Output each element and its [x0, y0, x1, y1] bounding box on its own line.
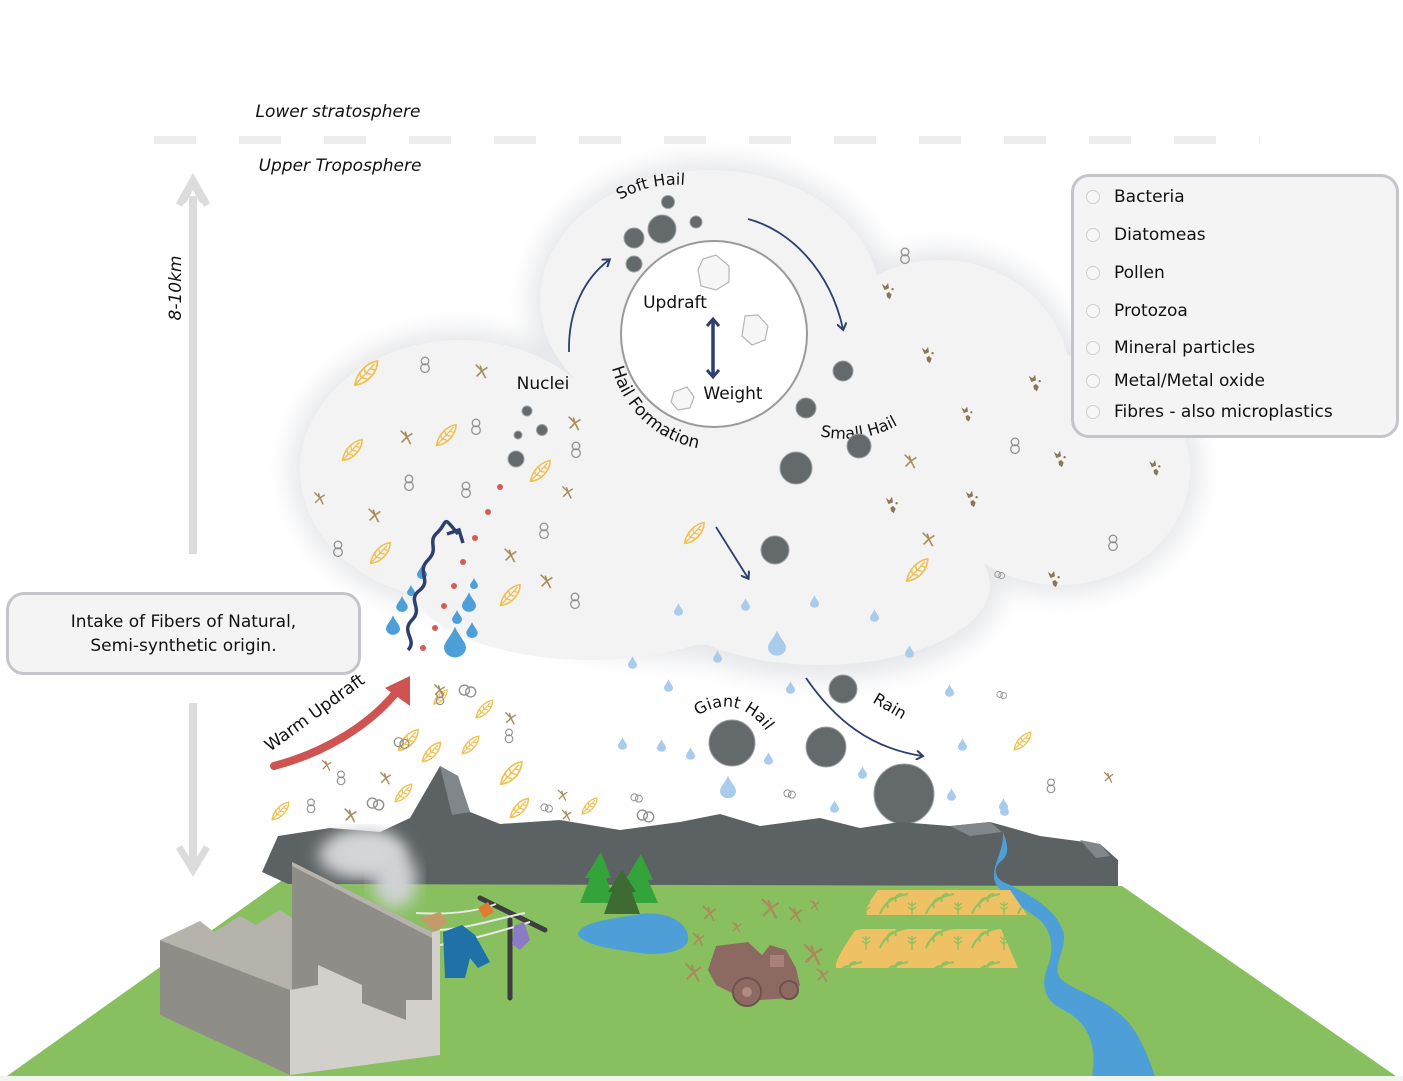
legend-bullet-icon — [1086, 405, 1100, 419]
legend-item-protozoa: Protozoa — [1086, 301, 1188, 321]
intake-line-1: Intake of Fibers of Natural, — [70, 611, 297, 632]
legend-item-pollen: Pollen — [1086, 263, 1165, 283]
fall-arrow-icon — [715, 526, 748, 578]
particle-legend: Bacteria Diatomeas Pollen Protozoa Miner… — [1071, 174, 1399, 438]
legend-bullet-icon — [1086, 341, 1100, 355]
legend-label: Bacteria — [1114, 187, 1185, 207]
lower-stratosphere-label: Lower stratosphere — [256, 102, 421, 122]
legend-bullet-icon — [1086, 304, 1100, 318]
clothesline-icon — [415, 895, 548, 1001]
factory-icon — [160, 833, 440, 1075]
legend-label: Fibres - also microplastics — [1114, 402, 1333, 422]
legend-label: Diatomeas — [1114, 225, 1206, 245]
legend-label: Pollen — [1114, 263, 1165, 283]
nuclei-label: Nuclei — [517, 374, 570, 394]
red-particles — [420, 484, 503, 651]
intake-callout: Intake of Fibers of Natural, Semi-synthe… — [6, 592, 361, 675]
legend-bullet-icon — [1086, 228, 1100, 242]
legend-item-mineral-particles: Mineral particles — [1086, 338, 1255, 358]
updraft-label: Updraft — [643, 293, 707, 313]
legend-item-diatomeas: Diatomeas — [1086, 225, 1206, 245]
legend-item-bacteria: Bacteria — [1086, 187, 1185, 207]
wavy-updraft-arrow-icon — [405, 520, 460, 652]
weight-label: Weight — [703, 384, 763, 404]
altitude-label: 8-10km — [166, 256, 186, 321]
smoke-icon — [332, 832, 404, 872]
wheat-fields — [835, 890, 1027, 968]
cycle-arrow-soft-to-small-icon — [747, 218, 843, 329]
legend-bullet-icon — [1086, 374, 1100, 388]
upper-troposphere-label: Upper Troposphere — [259, 156, 422, 176]
river — [993, 832, 1155, 1076]
legend-item-fibres: Fibres - also microplastics — [1086, 402, 1333, 422]
warm-updraft-label: Warm Updraft — [261, 670, 369, 756]
legend-bullet-icon — [1086, 266, 1100, 280]
warm-updraft-arrow-icon — [270, 686, 402, 770]
mountain-range — [262, 766, 1118, 886]
legend-bullet-icon — [1086, 190, 1100, 204]
altitude-arrow-up-icon — [175, 172, 211, 554]
legend-item-metal-oxide: Metal/Metal oxide — [1086, 371, 1265, 391]
rain-arrow-icon — [805, 677, 922, 756]
pond — [578, 913, 689, 954]
warm-updraft-arrowhead-icon — [385, 676, 410, 706]
intake-line-2: Semi-synthetic origin. — [90, 635, 277, 656]
rain-label: Rain — [870, 689, 910, 723]
forest — [580, 852, 658, 914]
wavy-updraft-arrowhead-icon — [446, 527, 465, 544]
legend-label: Metal/Metal oxide — [1114, 371, 1265, 391]
legend-label: Mineral particles — [1114, 338, 1256, 358]
tractor-icon — [708, 942, 800, 1007]
metal-oxide-icon — [996, 690, 1008, 700]
hail-formation-circle — [620, 240, 808, 428]
legend-label: Protozoa — [1114, 301, 1188, 321]
altitude-arrow-down-icon — [176, 703, 210, 877]
cycle-arrow-nuclei-to-soft-icon — [568, 260, 609, 353]
